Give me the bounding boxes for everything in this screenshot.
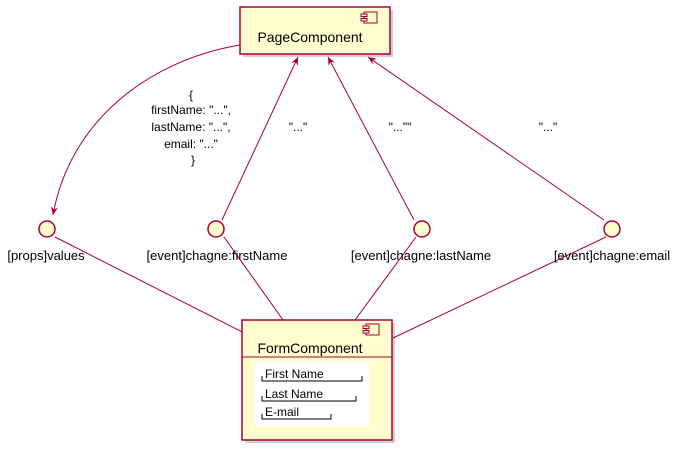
link-values-form	[54, 236, 259, 341]
edge-label-values: { firstName: "...", lastName: "...", ema…	[151, 88, 231, 167]
form-component: FormComponent First Name Last Name E-mai…	[241, 319, 395, 443]
edge-label-values-line: lastName: "...",	[151, 120, 230, 134]
component-icon	[362, 323, 380, 336]
field-label: E-mail	[265, 405, 299, 419]
link-last-name-form	[354, 236, 417, 321]
form-field-last-name: Last Name	[261, 387, 357, 402]
field-label: First Name	[265, 367, 324, 381]
edge-label-last-name: "...""	[389, 120, 412, 134]
page-component-title: PageComponent	[257, 29, 362, 45]
edge-email	[367, 56, 605, 221]
form-mockup	[255, 362, 369, 426]
interface-first-name-label: [event]chagne:firstName	[147, 248, 288, 263]
interface-email-circle	[603, 220, 621, 238]
interface-first-name-circle	[207, 220, 225, 238]
interface-values-label: [props]values	[7, 248, 85, 263]
field-label: Last Name	[265, 387, 323, 401]
edge-label-values-line: }	[191, 153, 195, 167]
edge-label-values-line: firstName: "...",	[151, 103, 231, 117]
edge-label-values-line: email: "..."	[164, 137, 218, 151]
form-field-first-name: First Name	[261, 367, 363, 382]
edge-last-name	[327, 56, 415, 221]
interface-last-name-circle	[413, 220, 431, 238]
page-component: PageComponent	[239, 6, 393, 57]
link-first-name-form	[223, 236, 284, 321]
edge-first-name	[221, 56, 299, 221]
edge-label-values-line: {	[189, 88, 193, 102]
edge-values	[50, 44, 241, 216]
form-field-email: E-mail	[261, 405, 332, 420]
link-email-form	[392, 236, 607, 339]
form-component-title: FormComponent	[257, 340, 362, 356]
interface-values-circle	[38, 220, 56, 238]
interface-last-name-label: [event]chagne:lastName	[351, 248, 491, 263]
interface-email-label: [event]chagne:email	[554, 248, 670, 263]
edge-label-email: "..."	[539, 120, 558, 134]
component-icon	[360, 11, 378, 24]
edge-label-first-name: "..."	[289, 120, 308, 134]
